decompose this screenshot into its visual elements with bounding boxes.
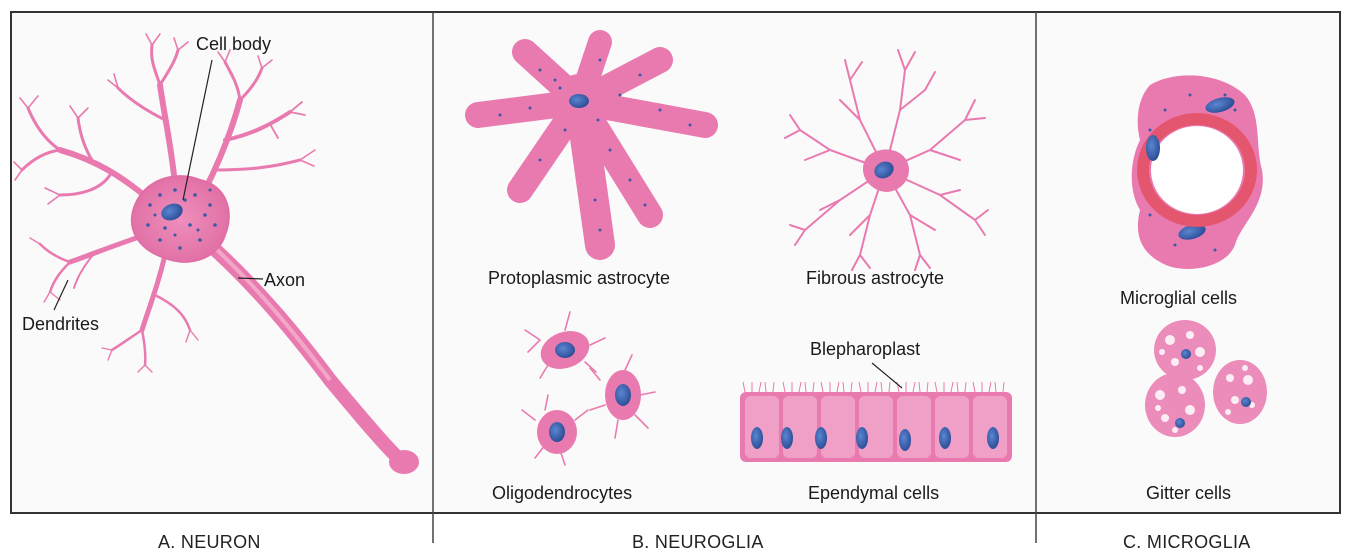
label-fibrous-astrocyte: Fibrous astrocyte <box>806 268 944 289</box>
label-gitter-cells: Gitter cells <box>1146 483 1231 504</box>
caption-neuroglia: B. NEUROGLIA <box>632 532 764 553</box>
label-microglial-cells: Microglial cells <box>1120 288 1237 309</box>
caption-microglia: C. MICROGLIA <box>1123 532 1251 553</box>
label-blepharoplast: Blepharoplast <box>810 339 920 360</box>
label-protoplasmic-astrocyte: Protoplasmic astrocyte <box>488 268 670 289</box>
label-oligodendrocytes: Oligodendrocytes <box>492 483 632 504</box>
label-cell-body: Cell body <box>196 34 271 55</box>
label-ependymal-cells: Ependymal cells <box>808 483 939 504</box>
caption-neuron: A. NEURON <box>158 532 261 553</box>
label-dendrites: Dendrites <box>22 314 99 335</box>
label-axon: Axon <box>264 270 305 291</box>
